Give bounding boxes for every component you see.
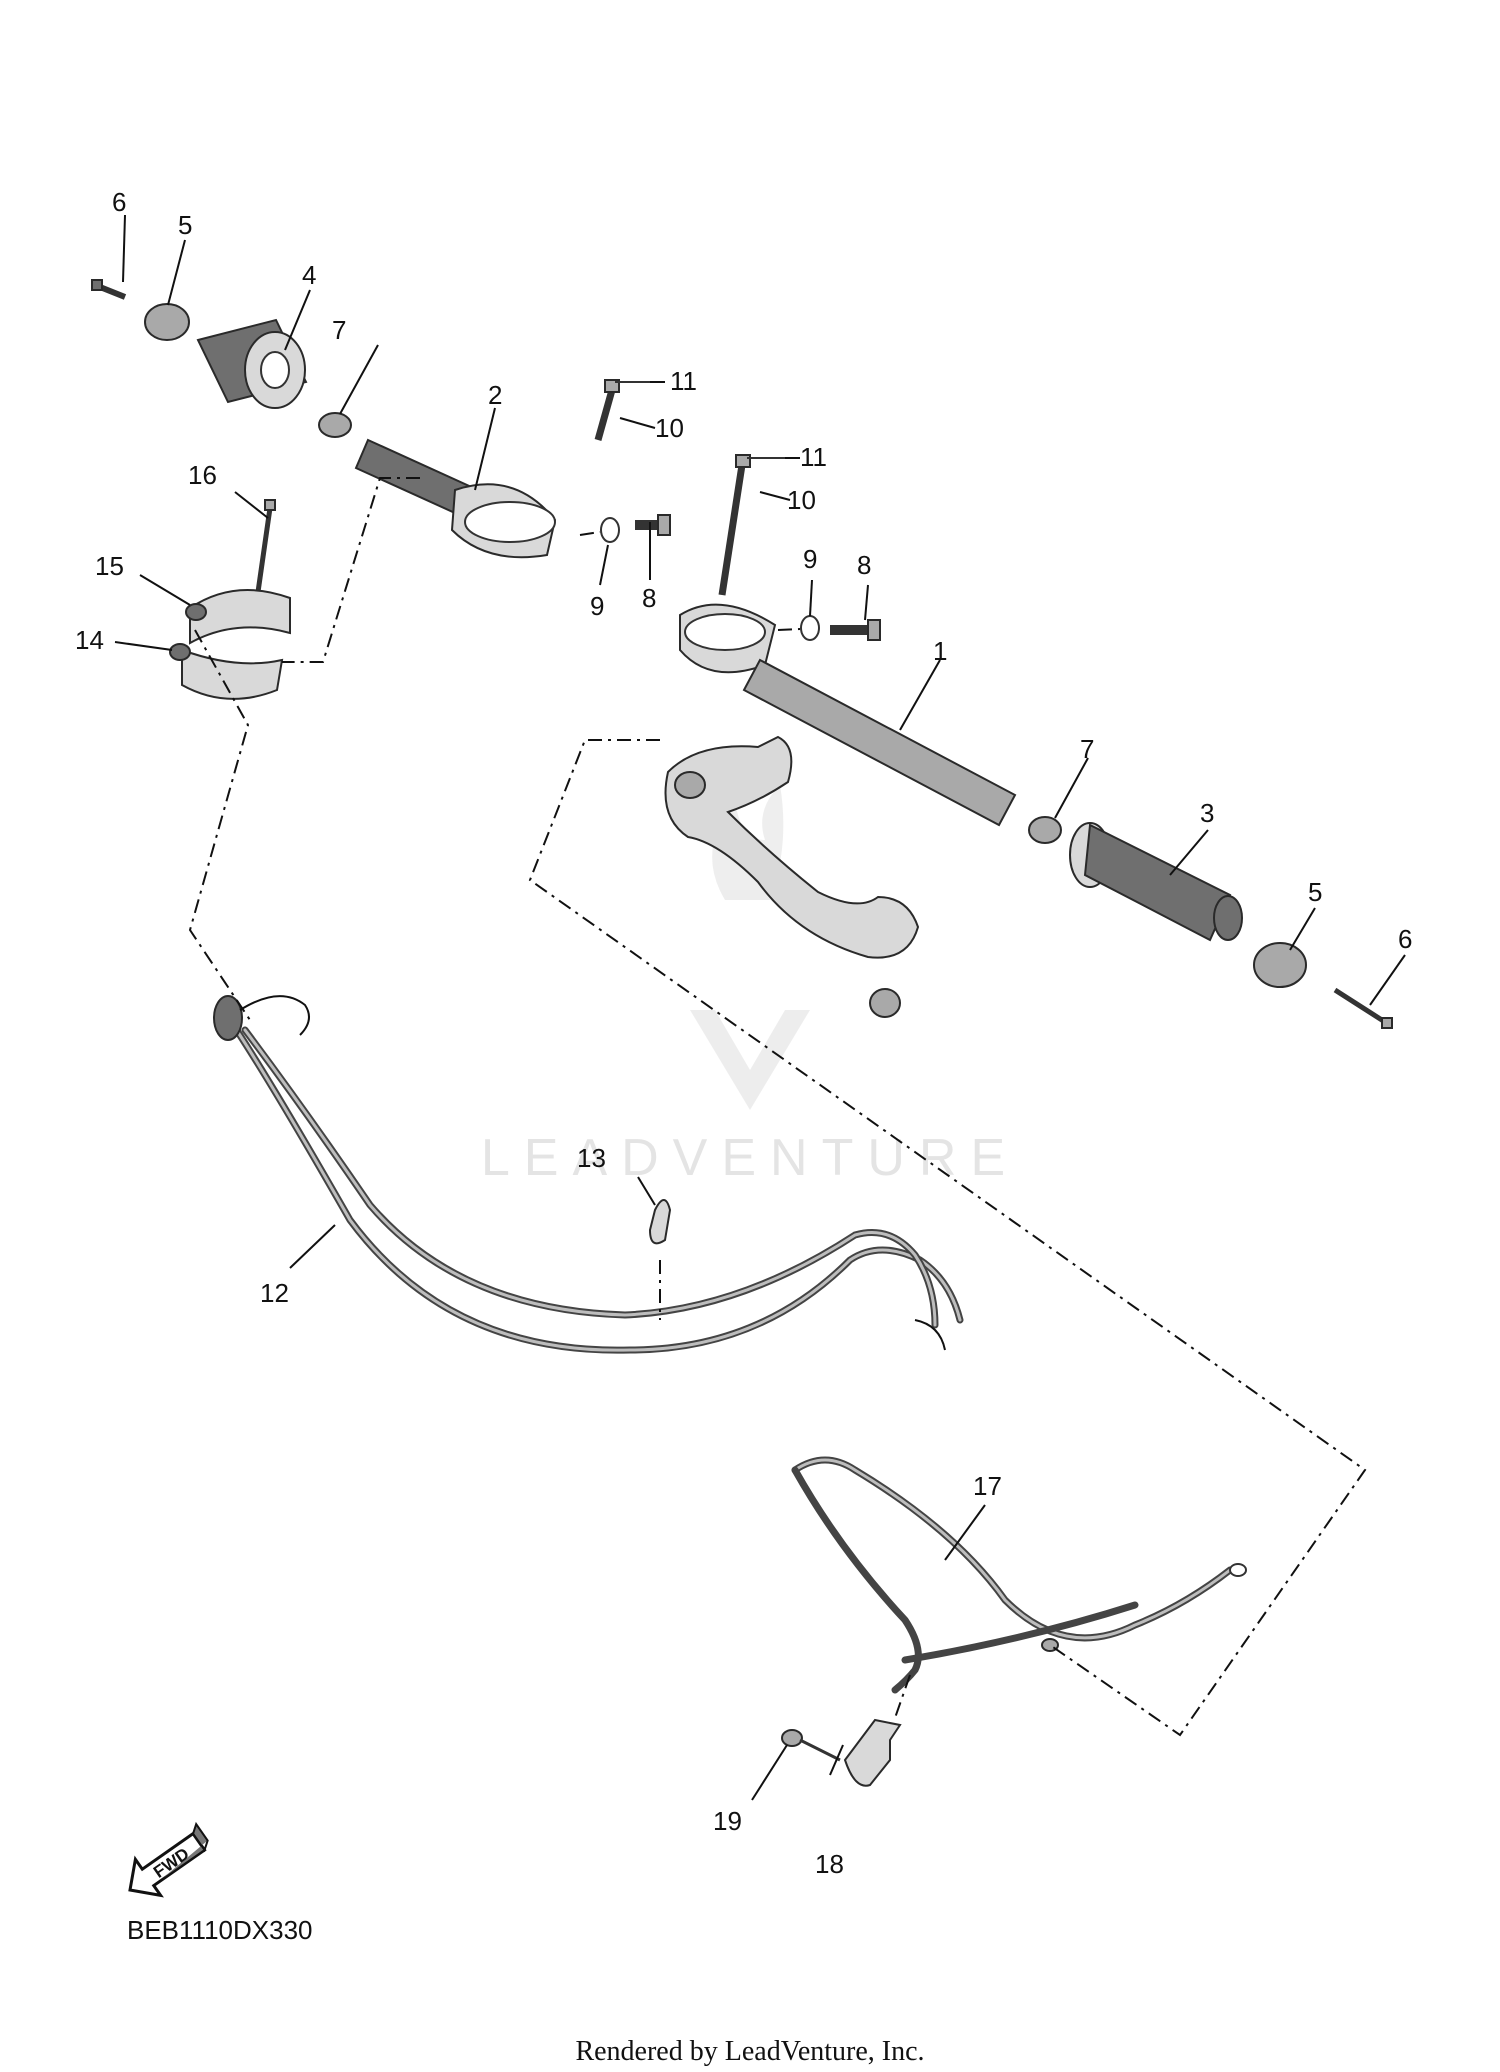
callout-11-right: 11 — [800, 442, 827, 472]
part-6-left-bolt — [91, 279, 127, 300]
callout-11-left: 11 — [670, 366, 697, 396]
leadventure-watermark: LEADVENTURE — [481, 785, 1019, 1187]
guide-lever-to-cable — [528, 739, 1367, 1737]
part-8-right-bolt — [830, 619, 881, 641]
guide-switch-to-cable — [188, 629, 251, 1021]
guide-handlebar-to-switch — [282, 477, 420, 663]
guide-bracket — [894, 1674, 911, 1719]
part-7-right-collar — [1028, 816, 1062, 844]
callout-5-left: 5 — [178, 210, 192, 240]
part-8-left-bolt — [635, 514, 671, 536]
part-4-left-grip — [196, 318, 308, 409]
callout-6-left: 6 — [112, 187, 126, 217]
part-5-right-bar-end — [1253, 942, 1307, 988]
part-6-right-bolt — [1333, 987, 1393, 1029]
callout-8-right: 8 — [857, 550, 871, 580]
callout-12: 12 — [260, 1278, 289, 1308]
callout-19: 19 — [713, 1806, 742, 1836]
part-13-cable-clamp — [648, 1199, 672, 1245]
callout-13: 13 — [577, 1143, 606, 1173]
part-1-right-handlebar — [679, 603, 1017, 827]
callout-7-left: 7 — [332, 315, 346, 345]
part-17-clutch-cable — [791, 1456, 1247, 1694]
callout-10-right: 10 — [787, 485, 816, 515]
part-2-left-handlebar — [354, 438, 557, 559]
callout-7-right: 7 — [1080, 734, 1094, 764]
part-3-right-grip — [1069, 822, 1243, 942]
callout-14: 14 — [75, 625, 104, 655]
callout-1: 1 — [933, 636, 947, 666]
part-18-cable-bracket — [843, 1718, 902, 1787]
callout-9-left: 9 — [590, 591, 604, 621]
part-19-bolt — [781, 1729, 841, 1762]
callout-17: 17 — [973, 1471, 1002, 1501]
part-7-left-collar — [318, 412, 352, 438]
part-9-left-washer — [600, 517, 620, 543]
guide-8-left — [579, 531, 601, 536]
callout-4: 4 — [302, 260, 316, 290]
part-9-right-washer — [800, 615, 820, 641]
clutch-lever — [664, 735, 920, 1018]
part-10-right-bolt — [718, 454, 751, 596]
diagram-part-code: BEB1110DX330 — [127, 1915, 313, 1945]
callout-9-right: 9 — [803, 544, 817, 574]
part-14-lower-switch-housing — [169, 643, 284, 700]
callout-3: 3 — [1200, 798, 1214, 828]
callout-8-left: 8 — [642, 583, 656, 613]
callout-5-right: 5 — [1308, 877, 1322, 907]
part-10-left-bolt — [594, 379, 620, 441]
callout-15: 15 — [95, 551, 124, 581]
callout-6-right: 6 — [1398, 924, 1412, 954]
callout-10-left: 10 — [655, 413, 684, 443]
part-15-upper-switch-housing — [185, 589, 291, 645]
callout-2: 2 — [488, 380, 502, 410]
fwd-arrow: FWD — [128, 1821, 209, 1898]
part-12-throttle-cable — [213, 995, 964, 1354]
footer-rendered-by: Rendered by LeadVenture, Inc. — [575, 2036, 924, 2067]
guide-8-right — [777, 628, 801, 631]
callout-16: 16 — [188, 460, 217, 490]
part-5-left-bar-end — [144, 303, 190, 341]
watermark-text: LEADVENTURE — [481, 1129, 1019, 1187]
callout-18: 18 — [815, 1849, 844, 1879]
part-16-bolt — [255, 499, 276, 593]
